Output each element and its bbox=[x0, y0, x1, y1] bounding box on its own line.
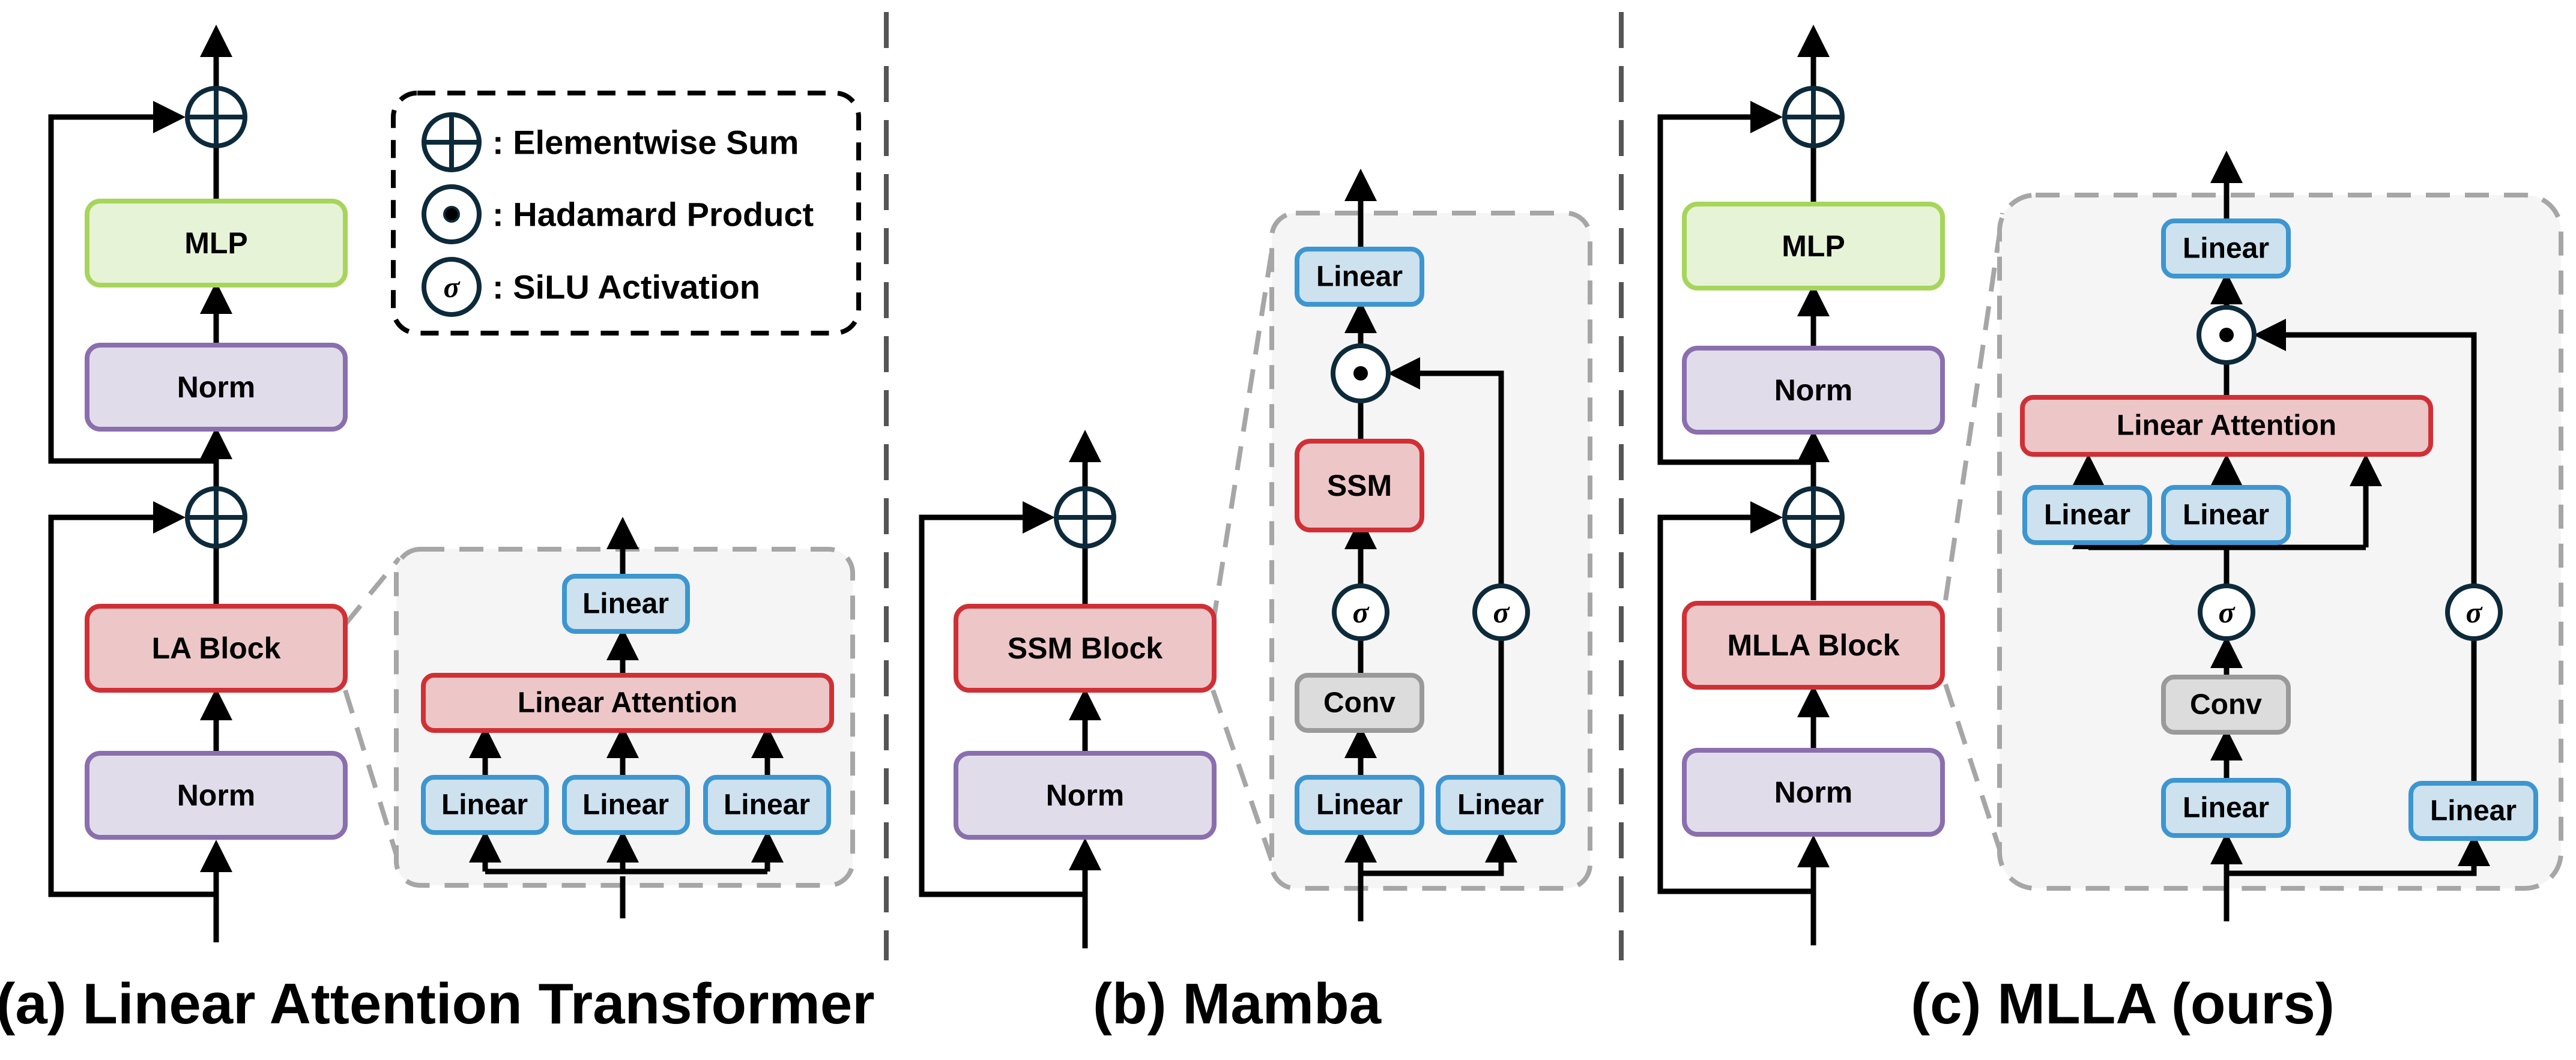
linear-label: Linear bbox=[582, 789, 669, 821]
norm-label: Norm bbox=[177, 370, 256, 404]
linear-label: Linear bbox=[1457, 789, 1544, 821]
sigma-glyph: σ bbox=[2219, 595, 2236, 629]
norm-block: Norm bbox=[85, 751, 348, 840]
norm-block: Norm bbox=[954, 751, 1217, 840]
linear-block: Linear bbox=[2161, 485, 2291, 545]
linear-block: Linear bbox=[1295, 775, 1424, 835]
linear-block: Linear bbox=[2161, 218, 2291, 279]
ssm-block-label: SSM Block bbox=[1008, 631, 1163, 665]
linear-label: Linear bbox=[441, 789, 528, 821]
norm-label: Norm bbox=[177, 778, 256, 812]
silu-activation-icon: σ bbox=[1472, 583, 1530, 641]
norm-block: Norm bbox=[1682, 346, 1945, 435]
linear-block: Linear bbox=[1436, 775, 1565, 835]
sigma-glyph: σ bbox=[1353, 595, 1370, 629]
elementwise-sum-icon bbox=[185, 486, 247, 549]
silu-activation-icon: σ bbox=[1332, 583, 1389, 641]
linear-attention-block: Linear Attention bbox=[421, 673, 834, 733]
panel-b: SSM Block Norm Linear SSM σ bbox=[919, 169, 1592, 1036]
ssm-block: SSM Block bbox=[954, 604, 1217, 693]
sigma-glyph: σ bbox=[2466, 595, 2484, 629]
hadamard-product-icon bbox=[422, 184, 482, 244]
linear-label: Linear bbox=[1316, 261, 1403, 293]
elementwise-sum-icon bbox=[185, 86, 247, 148]
linear-attention-label: Linear Attention bbox=[518, 687, 737, 719]
sigma-glyph: σ bbox=[1493, 595, 1511, 629]
legend: : Elementwise Sum : Hadamard Product σ :… bbox=[391, 91, 861, 336]
panel-c: MLP Norm MLLA Block Norm bbox=[1657, 25, 2563, 1036]
linear-label: Linear bbox=[2183, 499, 2269, 531]
silu-activation-icon: σ bbox=[2198, 583, 2255, 641]
la-block: LA Block bbox=[85, 604, 348, 693]
hadamard-product-icon bbox=[1331, 343, 1391, 403]
legend-label: : SiLU Activation bbox=[492, 268, 760, 306]
conv-label: Conv bbox=[2190, 689, 2262, 721]
panel-caption: (a) Linear Attention Transformer bbox=[0, 972, 875, 1036]
linear-label: Linear bbox=[2183, 233, 2269, 265]
legend-label: : Elementwise Sum bbox=[492, 124, 799, 161]
linear-block: Linear bbox=[2408, 781, 2538, 841]
norm-label: Norm bbox=[1774, 373, 1853, 407]
elementwise-sum-icon bbox=[1782, 486, 1845, 549]
linear-label: Linear bbox=[1316, 789, 1403, 821]
linear-block: Linear bbox=[1295, 247, 1424, 307]
ssm-block: SSM bbox=[1295, 439, 1424, 532]
linear-label: Linear bbox=[2183, 792, 2269, 824]
norm-block: Norm bbox=[1682, 748, 1945, 837]
linear-block: Linear bbox=[2161, 778, 2291, 838]
silu-activation-icon: σ bbox=[2445, 583, 2503, 641]
norm-label: Norm bbox=[1046, 778, 1125, 812]
hadamard-product-icon bbox=[2197, 305, 2257, 365]
mlp-label: MLP bbox=[184, 226, 248, 260]
legend-label: : Hadamard Product bbox=[492, 196, 814, 233]
norm-block: Norm bbox=[85, 343, 348, 432]
mlp-label: MLP bbox=[1782, 229, 1845, 263]
conv-block: Conv bbox=[1295, 673, 1424, 733]
conv-label: Conv bbox=[1323, 687, 1395, 719]
linear-attention-label: Linear Attention bbox=[2117, 410, 2336, 442]
norm-label: Norm bbox=[1774, 775, 1853, 809]
ssm-label: SSM bbox=[1327, 469, 1392, 502]
elementwise-sum-icon bbox=[1782, 86, 1845, 148]
linear-label: Linear bbox=[2430, 795, 2517, 827]
elementwise-sum-icon bbox=[422, 112, 482, 172]
silu-activation-icon: σ bbox=[422, 257, 482, 317]
mlp-block: MLP bbox=[85, 199, 348, 288]
linear-attention-block: Linear Attention bbox=[2020, 395, 2433, 457]
linear-block: Linear bbox=[421, 775, 549, 835]
sigma-glyph: σ bbox=[444, 270, 461, 304]
linear-label: Linear bbox=[2044, 499, 2130, 531]
linear-block: Linear bbox=[562, 775, 690, 835]
linear-block: Linear bbox=[703, 775, 831, 835]
linear-label: Linear bbox=[724, 789, 810, 821]
linear-block: Linear bbox=[562, 574, 690, 634]
mlp-block: MLP bbox=[1682, 202, 1945, 291]
panel-caption: (b) Mamba bbox=[1093, 972, 1382, 1036]
la-block-label: LA Block bbox=[152, 631, 281, 665]
elementwise-sum-icon bbox=[1054, 486, 1116, 549]
conv-block: Conv bbox=[2161, 675, 2291, 735]
panel-a: MLP Norm LA Block Norm Linear bbox=[0, 25, 875, 1036]
mlla-block: MLLA Block bbox=[1682, 601, 1945, 690]
panel-caption: (c) MLLA (ours) bbox=[1911, 972, 2335, 1036]
linear-block: Linear bbox=[2022, 485, 2152, 545]
linear-label: Linear bbox=[582, 588, 669, 620]
mlla-block-label: MLLA Block bbox=[1727, 628, 1899, 662]
